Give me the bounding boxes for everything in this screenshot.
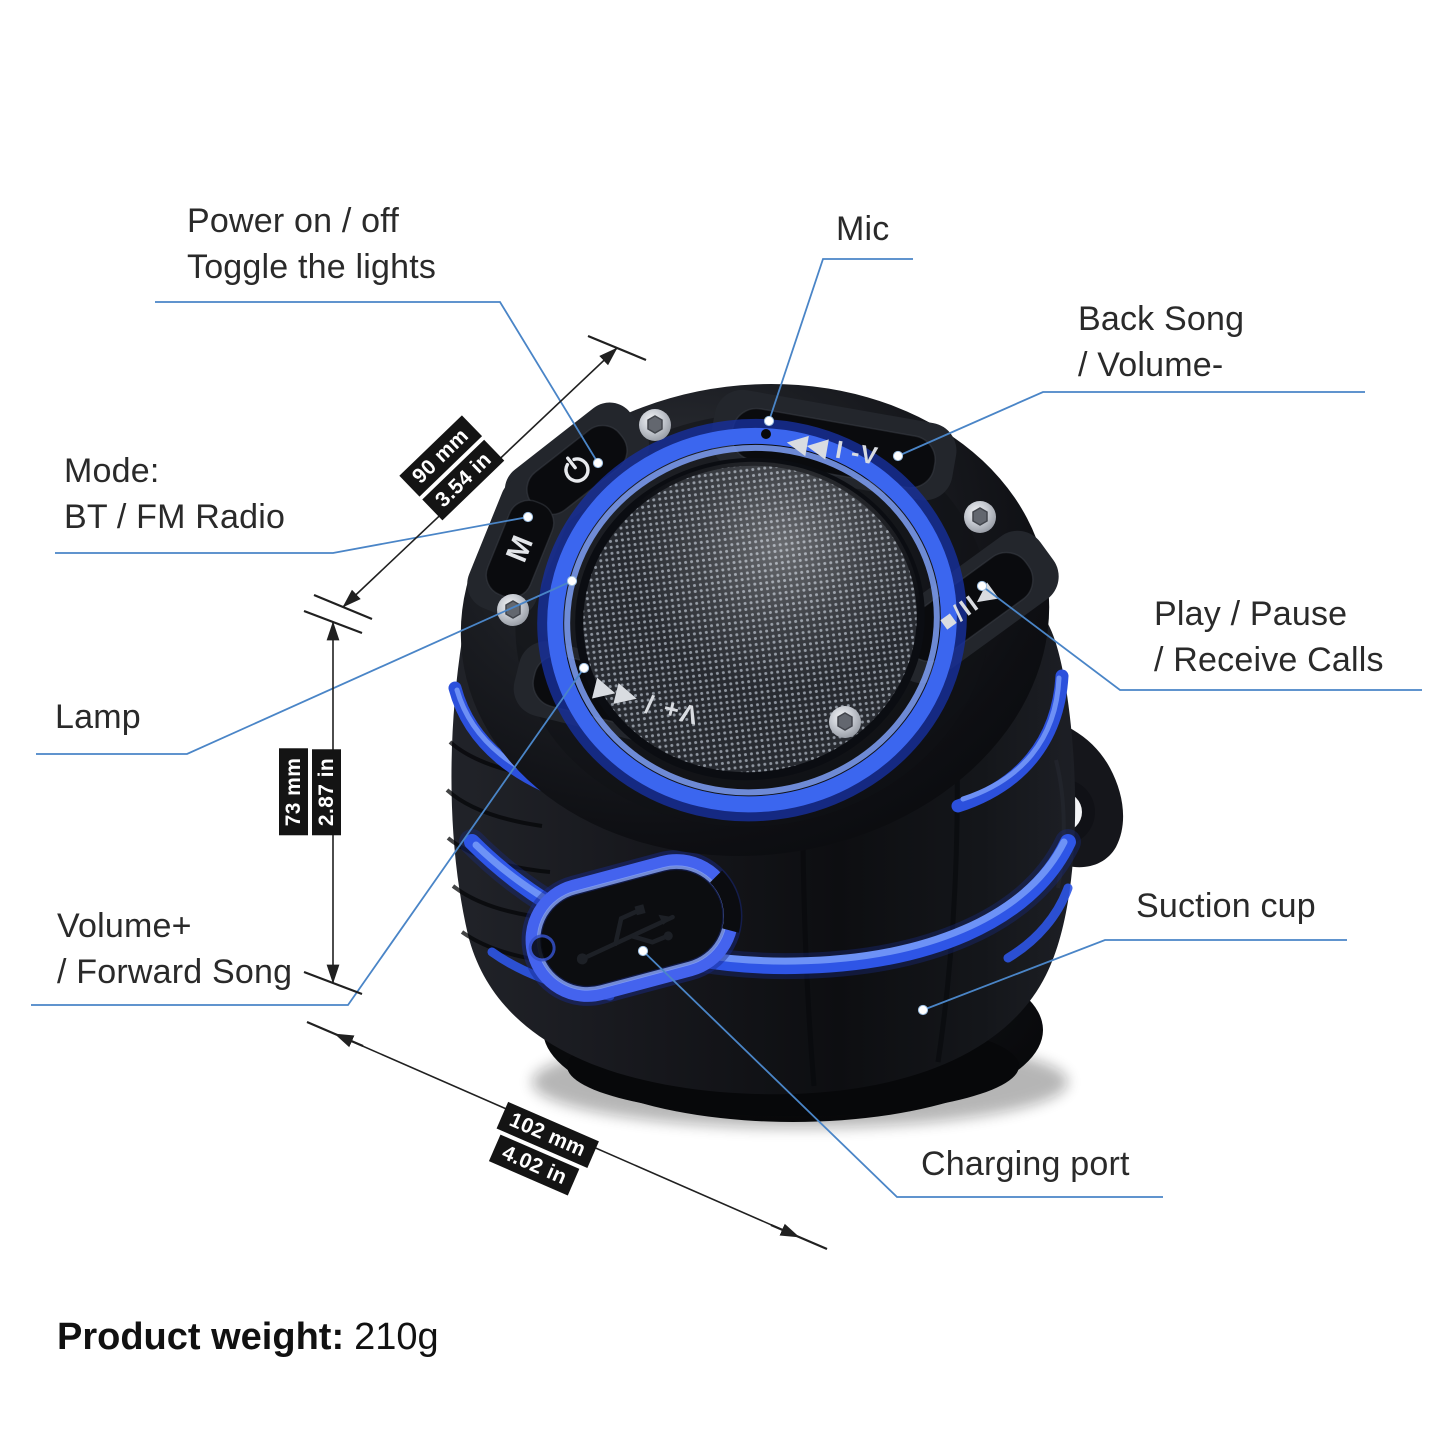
- label-play: Play / Pause / Receive Calls: [1154, 591, 1384, 683]
- leader-charging: [642, 950, 1163, 1198]
- label-mode-line1: Mode:: [64, 452, 160, 490]
- dim-height-mm: 73 mm: [279, 748, 308, 836]
- usb-icon: [576, 904, 675, 965]
- label-power-line2: Toggle the lights: [187, 248, 437, 286]
- label-back-song-line2: / Volume-: [1078, 346, 1224, 384]
- label-volume: Volume+ / Forward Song: [57, 903, 292, 995]
- leader-mic: [768, 258, 913, 422]
- leader-back-song: [897, 391, 1365, 457]
- label-back-song: Back Song / Volume-: [1078, 296, 1244, 388]
- label-charging-line1: Charging port: [921, 1145, 1130, 1183]
- label-power: Power on / off Toggle the lights: [187, 198, 436, 290]
- dim-height-inch: 2.87 in: [312, 748, 341, 836]
- leader-suction: [922, 939, 1347, 1011]
- leader-lamp: [36, 580, 573, 755]
- label-lamp: Lamp: [55, 694, 141, 740]
- leader-power: [155, 301, 599, 464]
- dimension-height: 73 mm 2.87 in: [279, 748, 341, 836]
- leader-volume: [31, 667, 585, 1006]
- label-play-line1: Play / Pause: [1154, 595, 1348, 633]
- label-suction-line1: Suction cup: [1136, 887, 1316, 925]
- led-ring: [537, 418, 967, 822]
- mic-hole: [761, 429, 771, 439]
- label-volume-line1: Volume+: [57, 907, 192, 945]
- label-mic-line1: Mic: [836, 210, 890, 248]
- product-weight-value: 210g: [354, 1316, 439, 1358]
- label-back-song-line1: Back Song: [1078, 300, 1245, 338]
- product-weight-label: Product weight:: [57, 1316, 345, 1358]
- speaker-grille: [575, 457, 925, 781]
- label-play-line2: / Receive Calls: [1154, 641, 1384, 679]
- label-suction: Suction cup: [1136, 883, 1316, 929]
- label-volume-line2: / Forward Song: [57, 953, 293, 991]
- product-weight: Product weight:210g: [57, 1316, 439, 1359]
- label-charging: Charging port: [921, 1141, 1130, 1187]
- charging-port: [521, 850, 743, 1006]
- label-mode: Mode: BT / FM Radio: [64, 448, 285, 540]
- label-mic: Mic: [836, 206, 889, 252]
- label-lamp-line1: Lamp: [55, 698, 141, 736]
- label-power-line1: Power on / off: [187, 202, 399, 240]
- speaker-product: M V+ / ◀◀ ■/II◀ ◀◀ I -V: [445, 383, 1124, 1128]
- leader-play: [981, 585, 1422, 691]
- label-mode-line2: BT / FM Radio: [64, 498, 286, 536]
